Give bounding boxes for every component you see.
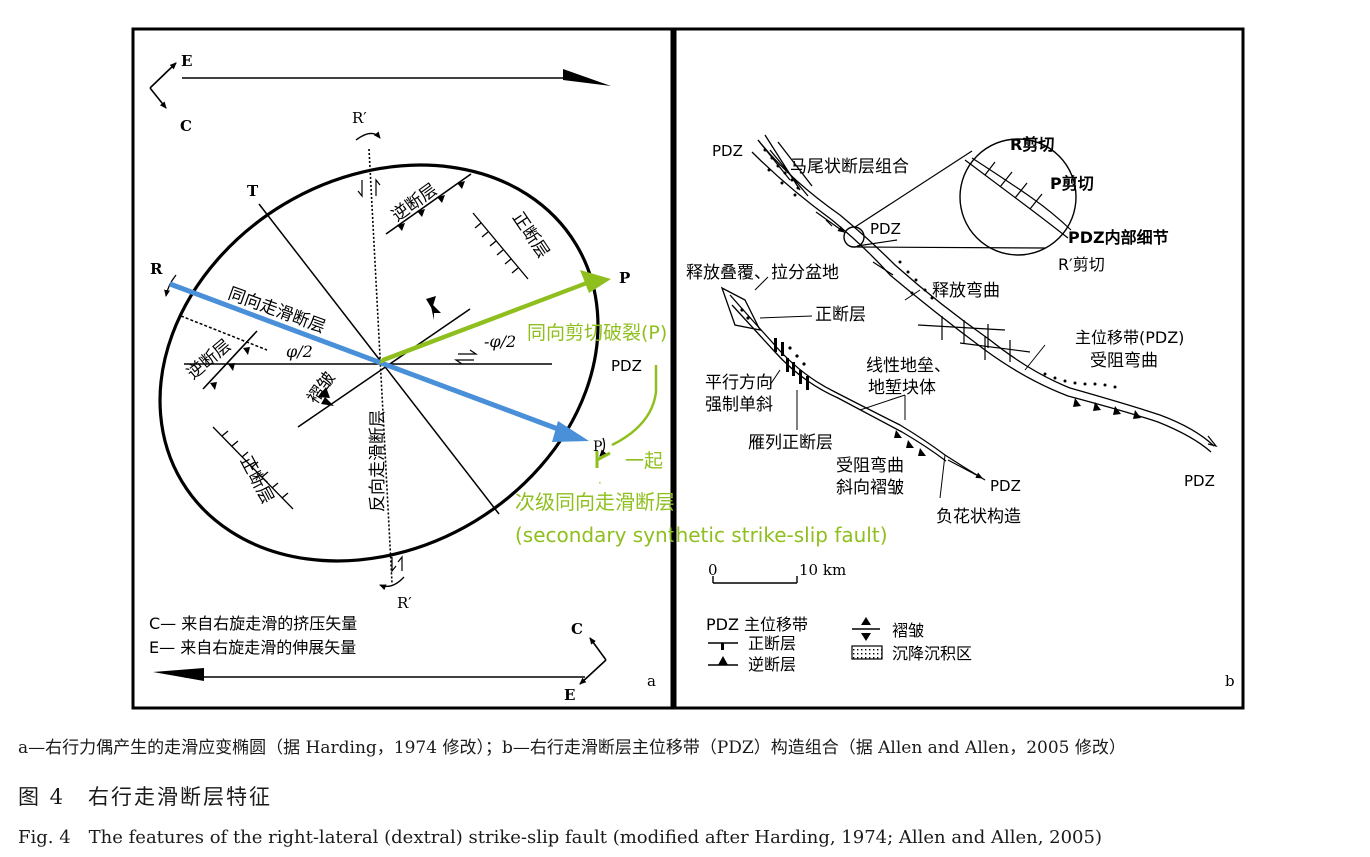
caption-figure-cn: 图 4 右行走滑断层特征 [18,785,273,809]
thrust-fault-left [202,330,258,390]
label-normal-fault: 正断层 [815,305,866,325]
label-echelon: 雁列正断层 [748,433,833,453]
legend-pdz: PDZ 主位移带 [706,615,808,634]
label-pdz-mid: PDZ [990,477,1021,495]
label-main-zone: 主位移带(PDZ) [1075,328,1184,347]
label-linear-2: 地堑块体 [868,378,936,398]
green-mark [595,451,611,468]
annotation-p-shear: 同向剪切破裂(P) [527,322,667,344]
axes-bottom-right [579,637,607,685]
legend-c: C— 来自右旋走滑的挤压矢量 [149,614,357,633]
panel-b-letter: b [1225,672,1235,690]
axes-top-left [149,62,177,109]
legend-normal-symbol [708,642,738,650]
green-annotations: 同向剪切破裂(P) PDZ 一起 · 次级同向走滑断层 (secondary s… [515,322,888,547]
panel-b-frame [673,27,1245,710]
cross-faults [856,239,1031,362]
thrust-fault-upper [385,173,472,235]
legend-normal: 正断层 [748,634,796,653]
label-neg-phi: -φ/2 [484,332,516,351]
label-parallel-2: 强制单斜 [705,395,773,415]
ellipse-internal-lines [180,148,552,584]
normal-fault-left [212,426,294,510]
label-t: T [247,182,259,200]
annotation-secondary-cn: 次级同向走滑断层 [515,490,675,514]
label-normal-left: 正断层 [236,453,278,507]
axis-c2-label: C [571,620,583,638]
echelon-fault-marks [774,338,926,456]
label-flower: 负花状构造 [936,507,1021,527]
scale-bar [712,576,798,584]
label-thrust-left: 逆断层 [183,336,235,384]
label-horsetail: 马尾状断层组合 [790,157,909,177]
label-r: R [150,260,163,278]
legend-basin-symbol [851,645,883,660]
label-antithetic: 反向走滑断层 [368,410,388,512]
legend-thrust-symbol [708,656,738,666]
normal-fault-right [472,212,529,280]
panel-a: E C 逆断层 正断层 [131,27,674,710]
label-r-prime-top: R′ [352,109,367,127]
fault-arrows [815,211,1218,479]
scale-zero: 0 [708,561,718,579]
label-restrain2-2: 斜向褶皱 [836,478,904,498]
panel-a-frame [131,27,674,710]
main-fault-zone [720,134,1215,481]
label-phi: φ/2 [286,342,313,361]
annotation-secondary-en: (secondary synthetic strike-slip fault) [515,523,888,547]
label-pdz-right: PDZ [1184,472,1215,490]
axis-c-label: C [180,117,192,135]
fault-dots [740,148,1117,389]
leader-lines [754,276,1046,499]
label-restrain-bend: 受阻弯曲 [1090,351,1158,371]
caption-subtitle: a—右行力偶产生的走滑应变椭圆（据 Harding，1974 修改）；b—右行走… [18,738,1126,758]
fold-arrows [318,296,441,406]
label-p-prime: P [593,439,602,455]
label-release-bend: 释放弯曲 [932,281,1000,301]
green-arrow [379,270,611,364]
strain-ellipse [158,163,600,563]
label-linear-1: 线性地垒、 [866,356,951,376]
panel-b: PDZ 马尾状断层组合 PDZ R剪切 P剪切 PDZ内部细节 R′剪切 释放叠… [673,27,1245,710]
top-shear-arrowhead [563,69,611,86]
legend-fold-symbol [852,617,880,641]
annotation-dot: · [598,476,602,490]
label-pdz-circle: PDZ [870,220,901,238]
label-thrust-upper: 逆断层 [388,180,441,226]
restraining-thrusts [1073,398,1141,419]
label-p: P [619,269,630,287]
panel-a-letter: a [647,672,656,690]
caption-figure-en: Fig. 4 The features of the right-lateral… [18,827,1102,848]
rotation-arrows [164,131,607,591]
legend-e: E— 来自右旋走滑的伸展矢量 [149,638,356,657]
label-restrain2-1: 受阻弯曲 [836,456,904,476]
scale-ten: 10 km [799,561,846,579]
label-parallel-1: 平行方向 [705,373,773,393]
label-r-shear: R剪切 [1010,135,1054,154]
bottom-shear-arrowhead [153,668,204,681]
label-pdz-detail: PDZ内部细节 [1068,228,1169,247]
blue-arrow [169,281,589,442]
annotation-pdz: PDZ [611,357,642,375]
label-pdz-top: PDZ [712,142,743,160]
label-rp-shear: R′剪切 [1058,255,1105,274]
green-curve [611,365,658,447]
legend-thrust: 逆断层 [748,655,796,674]
legend-fold: 褶皱 [892,621,924,640]
label-normal-right: 正断层 [508,209,553,262]
legend-basin: 沉降沉积区 [892,644,972,663]
shear-sense-arrows [357,178,478,573]
label-p-shear: P剪切 [1050,174,1094,193]
inset-detail [843,138,1077,256]
label-release-overlap: 释放叠覆、拉分盆地 [686,263,839,283]
axis-e2-label: E [564,686,575,704]
label-r-prime-bottom: R′ [397,594,412,612]
annotation-together: 一起 [625,450,663,472]
axis-e-label: E [181,52,192,70]
